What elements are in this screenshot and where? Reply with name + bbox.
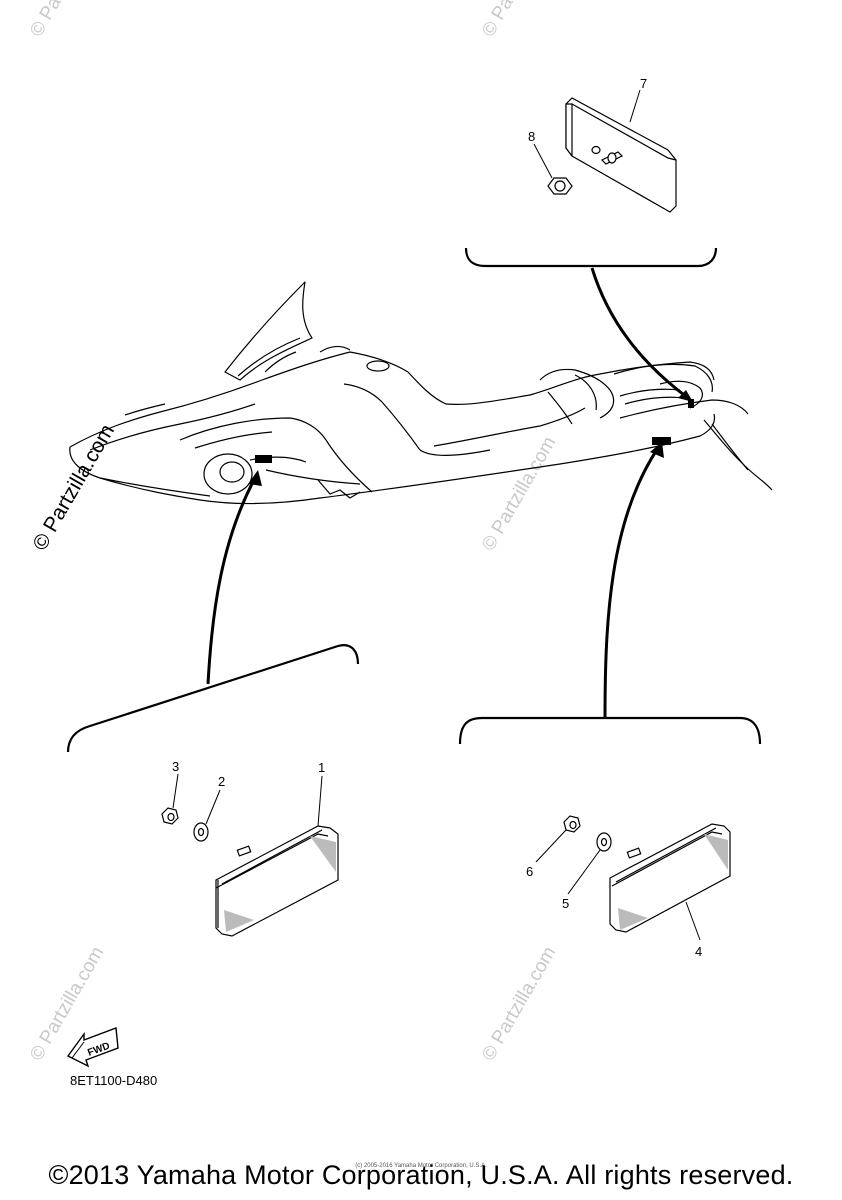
callout-5: 5: [562, 896, 569, 911]
leaders-group-rear: [535, 829, 701, 941]
copyright-notice: ©2013 Yamaha Motor Corporation, U.S.A. A…: [48, 1160, 794, 1190]
callout-7: 7: [640, 76, 647, 91]
nut-part-6: [563, 815, 581, 833]
diagram-code: 8ET1100-D480: [70, 1073, 158, 1088]
callout-3: 3: [172, 759, 179, 774]
fwd-arrow: FWD: [66, 1027, 119, 1068]
watermark-mid-left: © Partzilla.com: [28, 420, 119, 554]
callout-6: 6: [526, 864, 533, 879]
watermarks: © Partzilla.com © Partzilla.com © Partzi…: [26, 0, 560, 1065]
callout-4: 4: [695, 944, 702, 959]
front-reflector-marker: [255, 455, 272, 463]
detail-brackets: [66, 247, 762, 753]
watermark-top-left: © Partzilla.com: [26, 0, 108, 41]
washer-part-5: [596, 832, 612, 852]
callout-numbers: 1 2 3 4 5 6 7 8: [172, 76, 702, 959]
callout-1: 1: [318, 760, 325, 775]
leaders-group-plate: [533, 89, 641, 179]
washer-part-2: [193, 822, 209, 842]
arrow-heads: [248, 390, 693, 486]
leaders-group-front: [172, 773, 323, 827]
rear-reflector-marker: [652, 437, 671, 445]
small-copyright: (c) 2005-2016 Yamaha Motor Corporation, …: [355, 1163, 487, 1169]
callout-2: 2: [218, 774, 225, 789]
reflector-part-4: [609, 823, 731, 933]
reflector-part-1: [215, 825, 339, 937]
nut-part-3: [161, 807, 179, 825]
watermark-bottom-right: © Partzilla.com: [478, 943, 560, 1064]
callout-8: 8: [528, 129, 535, 144]
plate-marker: [688, 399, 694, 408]
watermark-mid-right: © Partzilla.com: [478, 433, 560, 554]
watermark-top-right: © Partzilla.com: [478, 0, 560, 41]
snowmobile-illustration: [69, 281, 773, 505]
plate-part-7: [565, 97, 677, 213]
nut-part-8: [547, 177, 573, 195]
leader-lines: [206, 267, 689, 719]
